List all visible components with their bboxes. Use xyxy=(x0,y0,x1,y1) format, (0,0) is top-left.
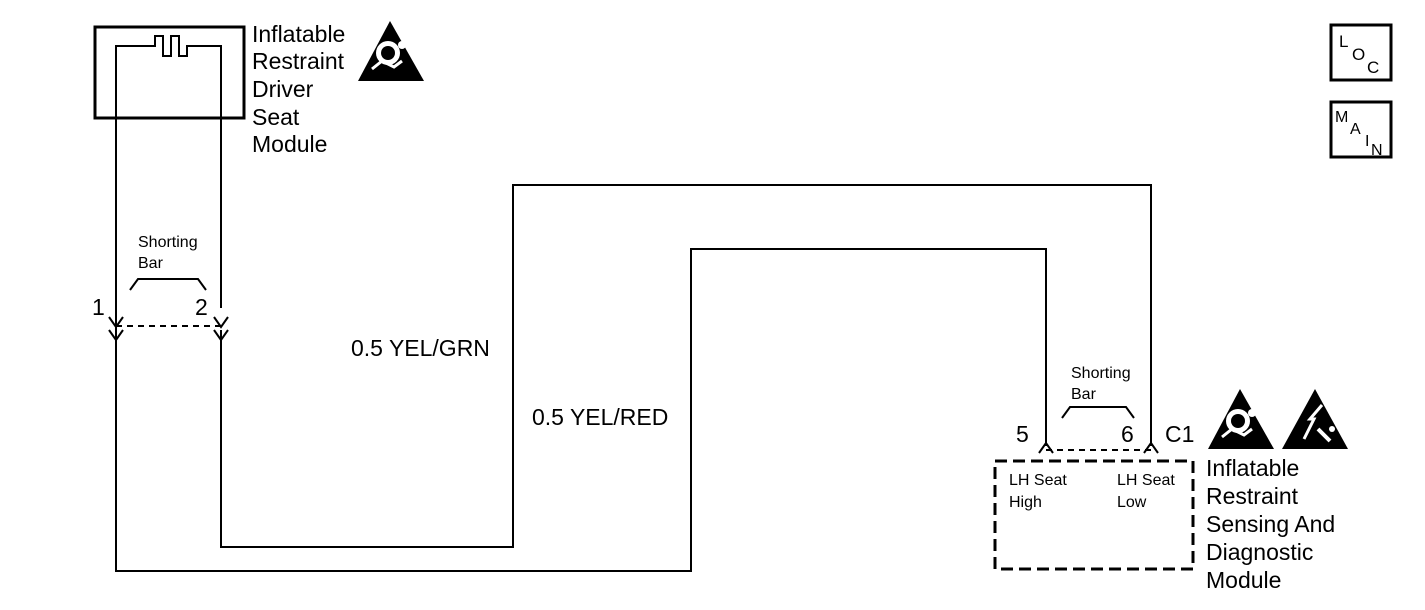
driver-seat-module-box xyxy=(93,25,246,120)
connector-c1-label: C1 xyxy=(1165,421,1194,447)
right-shorting-bar-label-2: Bar xyxy=(1071,386,1097,403)
sdm-module-box xyxy=(993,459,1195,571)
airbag-warning-icon xyxy=(358,21,424,81)
loc-letter-c: C xyxy=(1367,58,1379,77)
main-button-frame[interactable] xyxy=(1329,100,1393,159)
terminal-high-label-2: High xyxy=(1009,494,1042,511)
pin-2-label: 2 xyxy=(195,294,208,320)
airbag-warning-icon xyxy=(1208,389,1274,449)
left-connector-terminals xyxy=(108,316,229,342)
loc-letter-o: O xyxy=(1352,45,1365,64)
right-shorting-bar xyxy=(1061,406,1135,419)
wire-yel-grn xyxy=(220,184,1152,548)
terminal-low-label-2: Low xyxy=(1117,494,1147,511)
sdm-label-line-5: Module xyxy=(1206,567,1281,593)
sdm-label-line-2: Restraint xyxy=(1206,483,1299,509)
driver-module-label-line-5: Module xyxy=(252,131,327,157)
main-button[interactable]: M A I N xyxy=(1329,100,1393,159)
main-letter-n: N xyxy=(1371,142,1383,159)
main-letter-i: I xyxy=(1365,133,1369,150)
pin-5-terminal xyxy=(1038,441,1054,454)
sdm-label-line-1: Inflatable xyxy=(1206,455,1299,481)
driver-module-label-line-3: Driver xyxy=(252,76,314,102)
driver-module-label-line-2: Restraint xyxy=(252,48,345,74)
main-letter-m: M xyxy=(1335,109,1348,126)
sdm-label-line-4: Diagnostic xyxy=(1206,539,1313,565)
wire-yel-grn-label: 0.5 YEL/GRN xyxy=(351,335,490,361)
right-connector-terminals xyxy=(1038,441,1159,454)
pin-6-label: 6 xyxy=(1121,421,1134,447)
sdm-label-line-3: Sensing And xyxy=(1206,511,1335,537)
wire-yel-red xyxy=(115,248,1047,572)
loc-button-frame[interactable] xyxy=(1329,23,1393,82)
left-shorting-bar xyxy=(129,278,207,291)
driver-seat-switch xyxy=(115,35,222,340)
terminal-low-label-1: LH Seat xyxy=(1117,472,1175,489)
main-letter-a: A xyxy=(1350,121,1361,138)
loc-button[interactable]: L O C xyxy=(1329,23,1393,82)
pin-1-label: 1 xyxy=(92,294,105,320)
driver-seat-module xyxy=(93,25,246,340)
loc-letter-l: L xyxy=(1339,32,1348,51)
wire-yel-red-label: 0.5 YEL/RED xyxy=(532,404,668,430)
pin-5-label: 5 xyxy=(1016,421,1029,447)
terminal-high-label-1: LH Seat xyxy=(1009,472,1067,489)
driver-module-label-line-4: Seat xyxy=(252,104,300,130)
pin-6-terminal xyxy=(1143,441,1159,454)
esd-warning-icon xyxy=(1282,389,1348,449)
right-shorting-bar-label-1: Shorting xyxy=(1071,365,1131,382)
driver-module-label-line-1: Inflatable xyxy=(252,21,345,47)
left-shorting-bar-label-2: Bar xyxy=(138,255,164,272)
left-shorting-bar-label-1: Shorting xyxy=(138,234,198,251)
